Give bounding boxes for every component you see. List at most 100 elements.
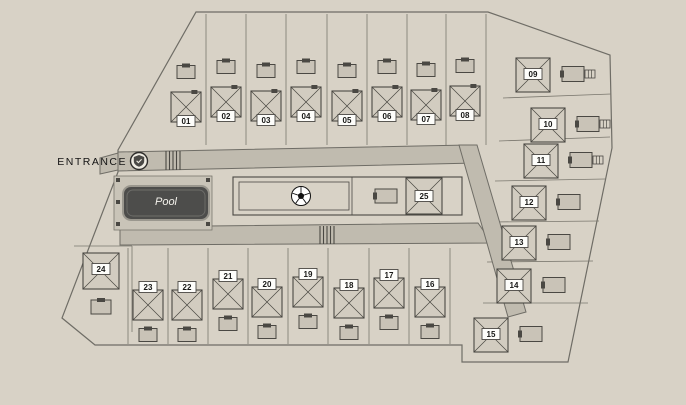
- garage-door: [546, 238, 550, 246]
- lot-12: 12: [511, 185, 581, 221]
- lot-number-box: [91, 263, 111, 275]
- garage-door: [144, 326, 152, 331]
- lot-number-box: [455, 109, 475, 121]
- lot-number-box: [519, 196, 539, 208]
- pool-inner-edge: [126, 189, 206, 217]
- utility-meter: [592, 155, 604, 165]
- lot-divider: [494, 178, 606, 182]
- lot-number-box: [523, 68, 543, 80]
- garage-door: [345, 324, 353, 329]
- lot-number: 05: [343, 116, 352, 125]
- garage-door: [426, 323, 434, 328]
- garage-door: [263, 323, 271, 328]
- lot-number: 24: [97, 265, 106, 274]
- security-shield-icon: [129, 151, 149, 171]
- lot-number-box: [218, 270, 238, 282]
- lot-number: 23: [144, 283, 153, 292]
- lot-number: 14: [510, 281, 519, 290]
- garage-door: [422, 61, 430, 66]
- lot-16: 16: [414, 278, 446, 339]
- lot-01: 01: [170, 63, 202, 127]
- lot-number: 01: [182, 117, 191, 126]
- pool-post: [116, 200, 120, 204]
- garage-door: [556, 198, 560, 206]
- lot-divider: [490, 220, 600, 223]
- garage-door: [97, 298, 105, 302]
- utility-meter: [599, 119, 611, 129]
- garage-door: [541, 281, 545, 289]
- chimney: [231, 85, 238, 89]
- lot-15: 15: [473, 317, 543, 353]
- lot-number-box: [177, 281, 197, 293]
- lot-09: 09: [515, 57, 596, 93]
- lot-number-box: [538, 118, 558, 130]
- lot-number: 17: [385, 271, 394, 280]
- lot-24: 24: [82, 252, 120, 315]
- garage: [557, 194, 581, 210]
- garage-door: [518, 330, 522, 338]
- lot-number: 13: [515, 238, 524, 247]
- garage-door: [461, 57, 469, 62]
- lot-08: 08: [449, 57, 481, 121]
- lot-number-box: [296, 110, 316, 122]
- utility-meter: [584, 69, 596, 79]
- lot-number: 15: [487, 330, 496, 339]
- chimney: [470, 84, 477, 88]
- lot-number-box: [138, 281, 158, 293]
- lot-04: 04: [290, 58, 322, 122]
- garage-door: [575, 120, 579, 128]
- chimney: [352, 89, 359, 93]
- garage-door: [182, 63, 190, 68]
- lot-05: 05: [331, 62, 363, 126]
- lot-22: 22: [171, 281, 203, 342]
- lot-number: 10: [544, 120, 553, 129]
- lot-number-box: [414, 190, 434, 202]
- lot-02: 02: [210, 58, 242, 122]
- lot-number-box: [176, 115, 196, 127]
- lot-number-box: [504, 279, 524, 291]
- garage: [90, 299, 112, 315]
- lot-03: 03: [250, 62, 282, 126]
- lot-19: 19: [292, 268, 324, 329]
- garage-door: [302, 58, 310, 63]
- lot-17: 17: [373, 269, 405, 330]
- lot-13: 13: [501, 225, 571, 261]
- lot-number-box: [339, 279, 359, 291]
- crosswalk: [319, 226, 335, 244]
- lot-07: 07: [410, 61, 442, 125]
- garage: [561, 66, 585, 82]
- pool-post: [206, 222, 210, 226]
- garage-door: [222, 58, 230, 63]
- lot-number-box: [216, 110, 236, 122]
- garage: [542, 277, 566, 293]
- lot-number-box: [509, 236, 529, 248]
- pool-label: Pool: [155, 196, 178, 208]
- lot-23: 23: [132, 281, 164, 342]
- garage-door: [262, 62, 270, 67]
- lot-21: 21: [212, 270, 244, 331]
- chimney: [311, 85, 318, 89]
- lot-number: 18: [345, 281, 354, 290]
- garage: [519, 326, 543, 342]
- chimney: [191, 90, 198, 94]
- chimney: [271, 89, 278, 93]
- entrance-label: ENTRANCE: [57, 156, 127, 168]
- lot-number: 12: [525, 198, 534, 207]
- garage-door: [568, 156, 572, 164]
- garage: [547, 234, 571, 250]
- lot-number: 16: [426, 280, 435, 289]
- garage-door: [343, 62, 351, 67]
- lot-number: 25: [420, 192, 429, 201]
- lot-25: 25: [373, 177, 443, 215]
- lot-number: 19: [304, 270, 313, 279]
- lot-number: 21: [224, 272, 233, 281]
- lot-number-box: [257, 278, 277, 290]
- lot-11: 11: [523, 143, 604, 179]
- lot-18: 18: [333, 279, 365, 340]
- court-outer: [232, 176, 463, 216]
- lot-06: 06: [371, 58, 403, 122]
- pool-post: [116, 222, 120, 226]
